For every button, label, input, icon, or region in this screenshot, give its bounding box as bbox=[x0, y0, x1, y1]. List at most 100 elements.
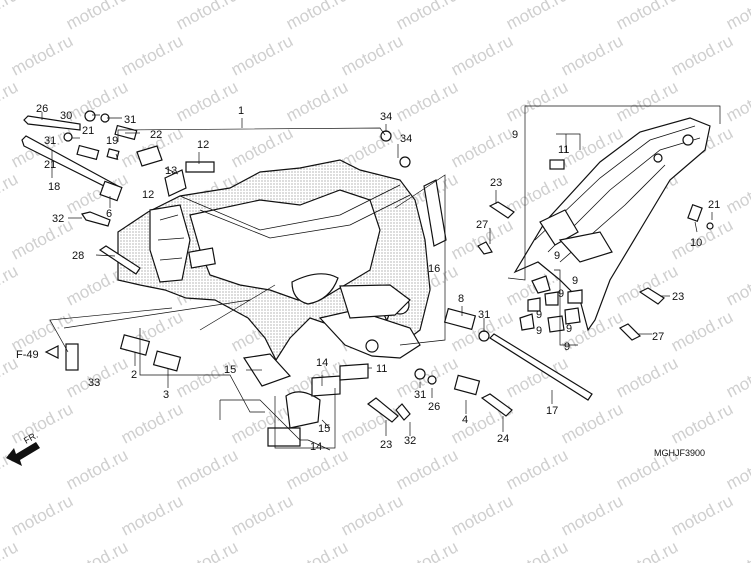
callout-32b: 32 bbox=[404, 435, 416, 447]
watermark-text: motod.ru bbox=[723, 445, 751, 493]
callout-15: 14 bbox=[316, 357, 328, 369]
main-frame bbox=[117, 159, 431, 362]
watermark-text: motod.ru bbox=[558, 31, 626, 79]
callout-14: 13 bbox=[165, 165, 177, 177]
callout-3: 3 bbox=[163, 389, 169, 401]
watermark-text: motod.ru bbox=[8, 491, 76, 539]
watermark-text: motod.ru bbox=[118, 491, 186, 539]
rear-subframe bbox=[513, 117, 711, 333]
watermark-text: motod.ru bbox=[118, 31, 186, 79]
callout-22b: 22 bbox=[150, 129, 162, 141]
watermark-text: motod.ru bbox=[503, 0, 571, 34]
watermark-text: motod.ru bbox=[668, 399, 736, 447]
watermark-text: motod.ru bbox=[118, 399, 186, 447]
ref-f49: F-49 bbox=[16, 349, 39, 361]
watermark-text: motod.ru bbox=[173, 537, 241, 563]
watermark-text: motod.ru bbox=[723, 169, 751, 217]
callout-34: 34 bbox=[380, 111, 392, 123]
callout-34b: 34 bbox=[400, 133, 412, 145]
callout-13b: 12 bbox=[142, 189, 154, 201]
watermark-text: motod.ru bbox=[723, 537, 751, 563]
leader-lines bbox=[41, 105, 721, 451]
watermark-text: motod.ru bbox=[723, 353, 751, 401]
watermark-text: motod.ru bbox=[8, 215, 76, 263]
callout-labels: 1 26 30 31 21 22 31 19 21 18 12 13 12 6 … bbox=[16, 103, 720, 458]
callout-21b: 21 bbox=[44, 159, 56, 171]
watermark-text: motod.ru bbox=[558, 491, 626, 539]
callout-20: 19 bbox=[106, 135, 118, 147]
watermark-text: motod.ru bbox=[63, 445, 131, 493]
callout-21: 21 bbox=[708, 199, 720, 211]
watermark-text: motod.ru bbox=[8, 399, 76, 447]
part-11-rubber bbox=[549, 159, 565, 170]
callout-16b: 15 bbox=[318, 423, 330, 435]
watermark-text: motod.ru bbox=[723, 77, 751, 125]
callout-9c: 9 bbox=[558, 288, 564, 300]
watermark-text: motod.ru bbox=[283, 77, 351, 125]
callout-1: 1 bbox=[238, 105, 244, 117]
watermark-text: motod.ru bbox=[668, 31, 736, 79]
watermark-text: motod.ru bbox=[228, 491, 296, 539]
watermark-text: motod.ru bbox=[8, 31, 76, 79]
watermark-text: motod.ru bbox=[228, 123, 296, 171]
watermark-text: motod.ru bbox=[448, 31, 516, 79]
callout-5: 8 bbox=[458, 293, 464, 305]
watermark-text: motod.ru bbox=[283, 0, 351, 34]
watermark-text: motod.ru bbox=[393, 353, 461, 401]
callout-10: 10 bbox=[690, 237, 702, 249]
watermark-text: motod.ru bbox=[338, 491, 406, 539]
callout-31: 31 bbox=[124, 114, 136, 126]
watermark-text: motod.ru bbox=[668, 491, 736, 539]
watermark-text: motod.ru bbox=[393, 0, 461, 34]
callout-22: 21 bbox=[82, 125, 94, 137]
watermark-text: motod.ru bbox=[173, 0, 241, 34]
watermark-text: motod.ru bbox=[503, 77, 571, 125]
watermark-text: motod.ru bbox=[613, 261, 681, 309]
diagram-code: MGHJF3900 bbox=[654, 448, 705, 458]
callout-30: 30 bbox=[60, 110, 72, 122]
watermark-text: motod.ru bbox=[173, 445, 241, 493]
reference-arrow bbox=[44, 345, 59, 359]
callout-26: 26 bbox=[36, 103, 48, 115]
watermark-text: motod.ru bbox=[0, 261, 21, 309]
callout-23b: 23 bbox=[672, 291, 684, 303]
watermark-text: motod.ru bbox=[283, 537, 351, 563]
watermark-text: motod.ru bbox=[0, 0, 21, 34]
callout-31c: 31 bbox=[478, 309, 490, 321]
callout-16: 15 bbox=[224, 364, 236, 376]
callout-9b: 9 bbox=[572, 275, 578, 287]
callout-8: 9 bbox=[512, 129, 518, 141]
callout-24: 23 bbox=[380, 439, 392, 451]
callout-28: 28 bbox=[72, 250, 84, 262]
callout-9d: 9 bbox=[536, 309, 542, 321]
watermark-text: motod.ru bbox=[613, 537, 681, 563]
watermark-text: motod.ru bbox=[668, 307, 736, 355]
callout-18: 17 bbox=[546, 405, 558, 417]
watermark-text: motod.ru bbox=[173, 77, 241, 125]
callout-31b: 31 bbox=[44, 135, 56, 147]
callout-23: 23 bbox=[490, 177, 502, 189]
watermark-text: motod.ru bbox=[0, 537, 21, 563]
callout-29: 26 bbox=[428, 401, 440, 413]
callout-4: 4 bbox=[462, 414, 468, 426]
callout-27: 27 bbox=[476, 219, 488, 231]
callout-9f: 9 bbox=[536, 325, 542, 337]
callout-6: 6 bbox=[106, 208, 112, 220]
watermark-text: motod.ru bbox=[503, 537, 571, 563]
small-parts bbox=[21, 110, 714, 447]
watermark-text: motod.ru bbox=[63, 0, 131, 34]
watermark-text: motod.ru bbox=[448, 491, 516, 539]
callout-11: 11 bbox=[558, 144, 569, 156]
callout-33: 33 bbox=[88, 377, 100, 389]
callout-17: 16 bbox=[428, 263, 440, 275]
watermark-text: motod.ru bbox=[338, 31, 406, 79]
watermark-text: motod.ru bbox=[723, 261, 751, 309]
callout-31d: 31 bbox=[414, 389, 426, 401]
watermark-text: motod.ru bbox=[393, 537, 461, 563]
watermark-text: motod.ru bbox=[393, 77, 461, 125]
watermark-text: motod.ru bbox=[613, 353, 681, 401]
watermark-text: motod.ru bbox=[0, 77, 21, 125]
watermark-text: motod.ru bbox=[0, 169, 21, 217]
callout-25: 24 bbox=[497, 433, 509, 445]
